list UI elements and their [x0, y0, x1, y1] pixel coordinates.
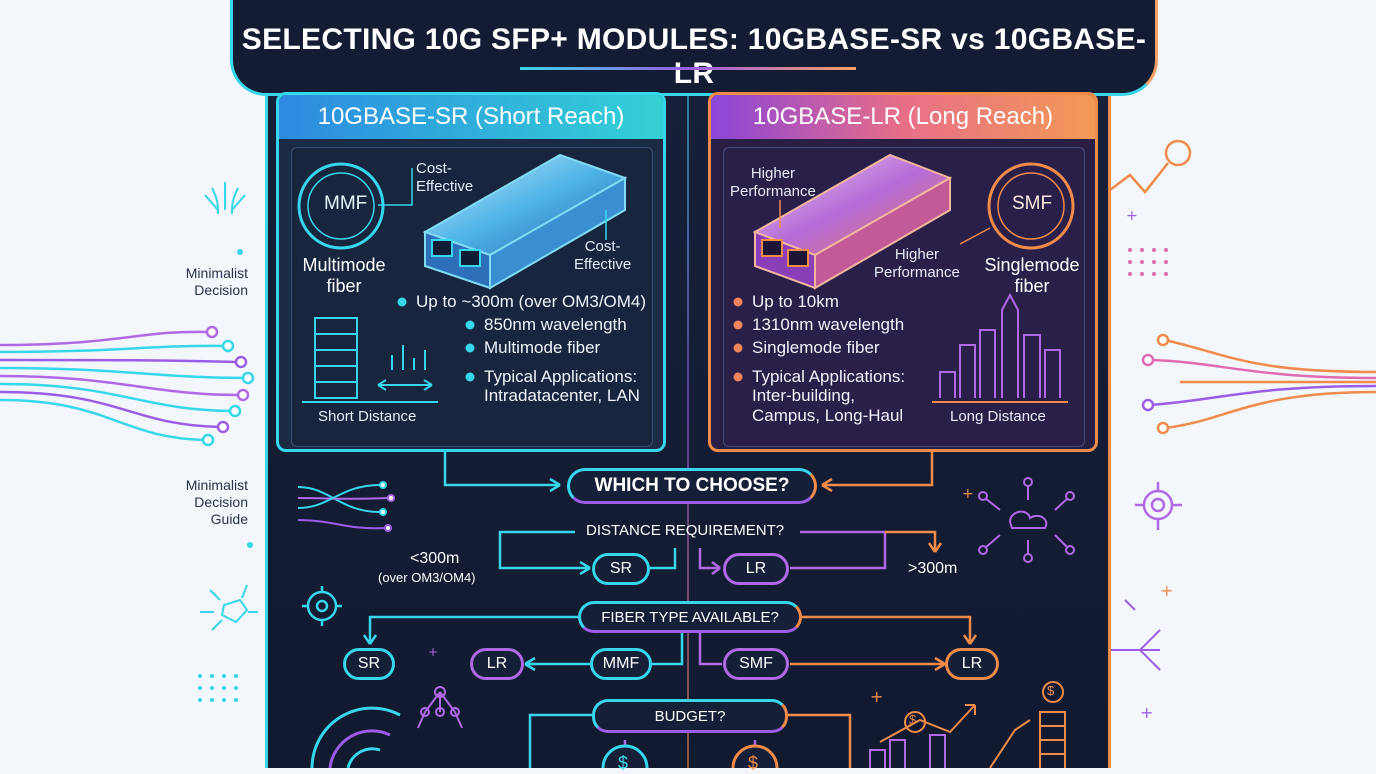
lr-feature-distance: Up to 10km	[752, 292, 839, 311]
applications-line: Inter-building,	[752, 386, 856, 405]
right-dot-grid	[1128, 248, 1168, 276]
right-node-icon	[1109, 139, 1192, 194]
right-fiber-ends	[1141, 333, 1170, 435]
side-label-line: Minimalist	[185, 477, 248, 493]
lr-fiber-label: Singlemode fiber	[980, 255, 1084, 297]
side-label-line: Decision	[194, 282, 248, 298]
distance-lt-300-label: <300m	[410, 550, 460, 567]
left-dot-grid	[198, 674, 238, 702]
distance-lr-node: LR	[723, 553, 789, 585]
lr-feature-fiber: Singlemode fiber	[752, 338, 880, 357]
budget-question-node: BUDGET?	[592, 699, 788, 733]
callout-line-text: Higher	[894, 246, 940, 263]
callout-line-text: Performance	[730, 183, 816, 200]
callout-line-text: Effective	[416, 178, 474, 195]
fiber-question-node: FIBER TYPE AVAILABLE?	[578, 601, 802, 633]
sr-feature-wavelength: 850nm wavelength	[484, 315, 627, 334]
sr-panel-heading: 10GBASE-SR (Short Reach)	[279, 95, 663, 139]
callout-line-text: Effective	[574, 256, 632, 273]
decor-dot	[237, 249, 243, 255]
sr-distance-label: Short Distance	[318, 408, 417, 425]
plus-icon: +	[1126, 208, 1138, 224]
fiber-sr-node: SR	[343, 648, 395, 680]
sr-applications-detail: Intradatacenter, LAN	[484, 386, 640, 405]
right-target-icon	[1135, 482, 1182, 530]
sr-feature-applications: Typical Applications:	[484, 367, 638, 386]
mmf-badge-label: MMF	[324, 193, 368, 214]
distance-question-node: DISTANCE REQUIREMENT?	[586, 522, 785, 539]
callout-line-text: Cost-	[584, 238, 621, 255]
center-divider	[687, 60, 689, 768]
smf-node: SMF	[723, 648, 789, 680]
lr-callout-right: Higher Performance	[874, 246, 960, 282]
side-label-top: Minimalist Decision	[160, 265, 248, 299]
smf-badge-label: SMF	[1012, 193, 1053, 214]
right-fiber-bundle	[1149, 338, 1376, 430]
callout-line-text: Performance	[874, 264, 960, 281]
lr-callout-top: Higher Performance	[730, 165, 816, 201]
which-to-choose-node: WHICH TO CHOOSE?	[567, 468, 817, 504]
lr-applications-detail: Inter-building, Campus, Long-Haul	[752, 386, 903, 426]
side-label-line: Minimalist	[185, 265, 248, 281]
sr-feature-distance: Up to ~300m (over OM3/OM4)	[416, 292, 647, 311]
left-antenna-icon	[204, 182, 246, 215]
distance-sr-node: SR	[592, 553, 650, 585]
sr-callout-right: Cost- Effective	[574, 238, 631, 274]
title-underline	[520, 67, 856, 70]
side-label-line: Guide	[210, 511, 248, 527]
left-signal-icon	[200, 584, 258, 631]
lr-feature-applications: Typical Applications:	[752, 367, 906, 386]
dollar-icon: $	[1047, 683, 1055, 698]
applications-line: Campus, Long-Haul	[752, 406, 904, 425]
sr-feature-fiber: Multimode fiber	[484, 338, 601, 357]
mmf-node: MMF	[590, 648, 652, 680]
fiber-lr-node-right: LR	[945, 648, 999, 680]
fiber-lr-node-left: LR	[470, 648, 524, 680]
lr-panel-heading: 10GBASE-LR (Long Reach)	[711, 95, 1095, 139]
left-fiber-ends	[201, 325, 255, 447]
side-label-bottom: Minimalist Decision Guide	[160, 477, 248, 528]
dollar-icon: $	[909, 712, 917, 727]
right-fork-icon	[1110, 599, 1161, 671]
plus-icon: +	[1160, 581, 1173, 600]
sr-fiber-label: Multimode fiber	[298, 255, 390, 297]
fiber-label-line: Singlemode	[984, 255, 1080, 275]
page-title: SELECTING 10G SFP+ MODULES: 10GBASE-SR v…	[241, 23, 1147, 90]
lr-distance-label: Long Distance	[950, 408, 1046, 425]
fiber-label-line: fiber	[326, 276, 362, 296]
dollar-icon: $	[748, 753, 759, 773]
left-fiber-bundle	[0, 330, 246, 442]
decor-dot	[247, 542, 253, 548]
fiber-label-line: Multimode	[302, 255, 386, 275]
side-label-line: Decision	[194, 494, 248, 510]
lr-feature-wavelength: 1310nm wavelength	[752, 315, 905, 334]
fiber-label-line: fiber	[1014, 276, 1050, 296]
distance-lt-300-note: (over OM3/OM4)	[378, 570, 476, 585]
plus-icon: +	[1140, 703, 1153, 722]
callout-line-text: Higher	[750, 165, 796, 182]
callout-line-text: Cost-	[416, 160, 452, 177]
dollar-icon: $	[618, 753, 629, 773]
distance-gt-300-label: >300m	[908, 560, 958, 577]
sr-callout-top: Cost- Effective	[416, 160, 473, 196]
title-banner: SELECTING 10G SFP+ MODULES: 10GBASE-SR v…	[230, 0, 1158, 96]
